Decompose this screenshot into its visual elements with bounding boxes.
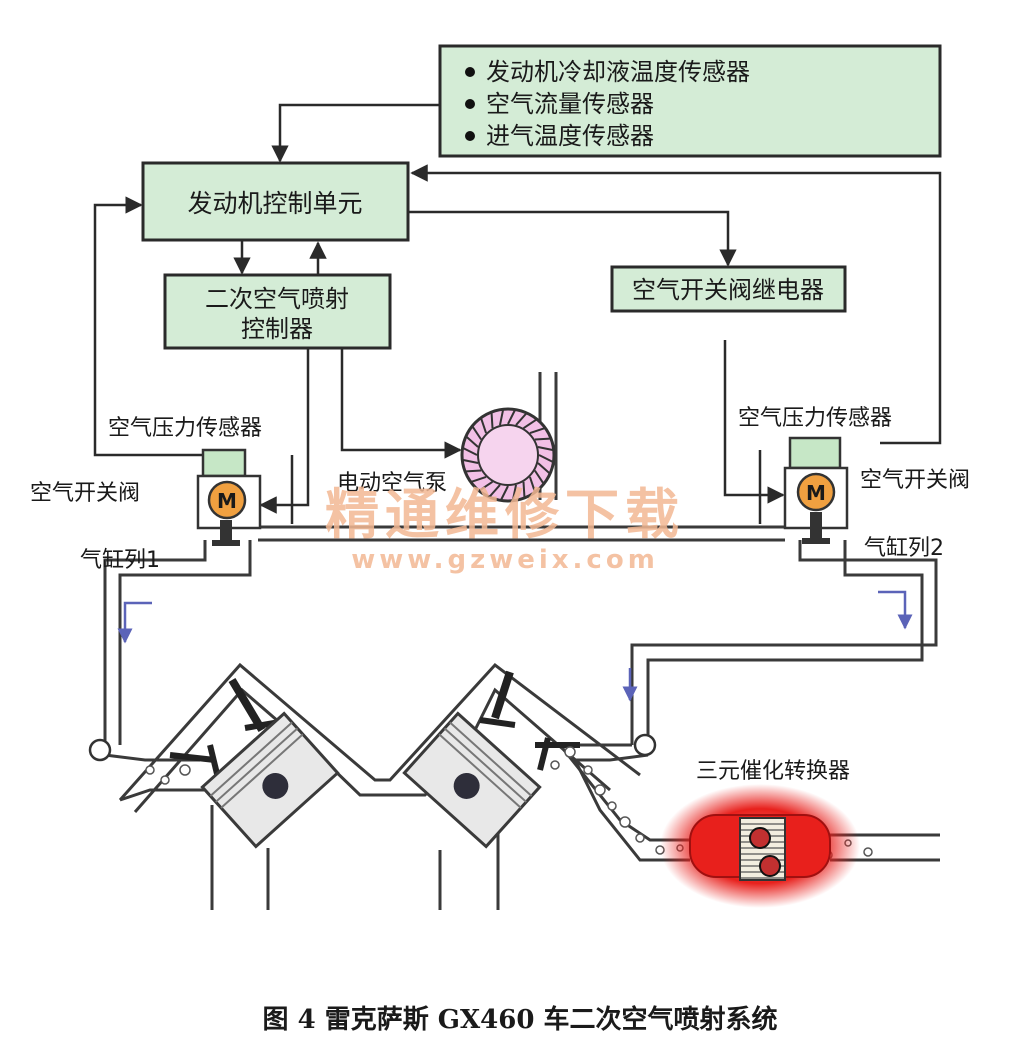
- relay-box: [610, 265, 847, 313]
- left-piston: [200, 711, 340, 849]
- left-motor-letter: M: [217, 489, 237, 513]
- left-switch-valve-label: 空气开关阀: [30, 481, 140, 506]
- relay-label: 空气开关阀继电器: [632, 276, 824, 304]
- spark-icon: [749, 827, 771, 849]
- secondary-controller-line2: 控制器: [241, 315, 313, 343]
- bullet-icon: [465, 131, 475, 141]
- motor-icon: [207, 480, 247, 520]
- left-pressure-sensor-body: [201, 448, 247, 478]
- sensor-item-coolant-temp: 发动机冷却液温度传感器: [486, 58, 750, 86]
- ecu-block: 发动机控制单元: [141, 161, 410, 242]
- bullet-icon: [465, 67, 475, 77]
- spark-icon: [759, 855, 781, 877]
- right-motor-letter: M: [806, 481, 826, 505]
- ecu-label: 发动机控制单元: [187, 189, 362, 218]
- sensor-group: 发动机冷却液温度传感器 空气流量传感器 进气温度传感器: [438, 44, 942, 158]
- pump-label: 电动空气泵: [337, 471, 447, 496]
- right-piston: [402, 711, 542, 849]
- figure-caption: 图 4 雷克萨斯 GX460 车二次空气喷射系统: [263, 1004, 778, 1035]
- relay-block: 空气开关阀继电器: [610, 265, 847, 313]
- sensor-item-air-flow: 空气流量传感器: [486, 90, 654, 118]
- right-bank-label: 气缸列2: [864, 536, 944, 561]
- left-pressure-sensor-label: 空气压力传感器: [108, 416, 262, 441]
- air-pipes: [103, 525, 938, 745]
- catalyst-converter: 三元催化转换器: [660, 759, 860, 908]
- right-switch-valve-label: 空气开关阀: [860, 468, 970, 493]
- watermark-url: www.gzweix.com: [351, 545, 659, 575]
- right-switch-valve: M 空气压力传感器 空气开关阀 气缸列2: [738, 406, 970, 561]
- left-switch-valve: M 空气压力传感器 空气开关阀 气缸列1: [30, 416, 294, 573]
- flow-arrows: [117, 590, 913, 702]
- secondary-controller-line1: 二次空气喷射: [205, 285, 349, 313]
- right-pressure-sensor-body: [788, 436, 842, 470]
- watermark-cn: 精通维修下载: [325, 483, 685, 546]
- right-pressure-sensor-label: 空气压力传感器: [738, 406, 892, 431]
- watermark: 精通维修下载 www.gzweix.com: [325, 483, 685, 575]
- sensor-item-intake-temp: 进气温度传感器: [486, 122, 654, 150]
- secondary-controller-block: 二次空气喷射 控制器: [163, 273, 392, 350]
- sensor-group-box: [438, 44, 942, 158]
- air-pump: 电动空气泵: [337, 372, 558, 503]
- motor-icon: [796, 472, 836, 512]
- signal-lines: [93, 103, 942, 514]
- secondary-controller-box: [163, 273, 392, 350]
- catalyst-label: 三元催化转换器: [696, 759, 850, 784]
- ecu-box: [141, 161, 410, 242]
- left-bank-label: 气缸列1: [80, 548, 160, 573]
- bullet-icon: [465, 99, 475, 109]
